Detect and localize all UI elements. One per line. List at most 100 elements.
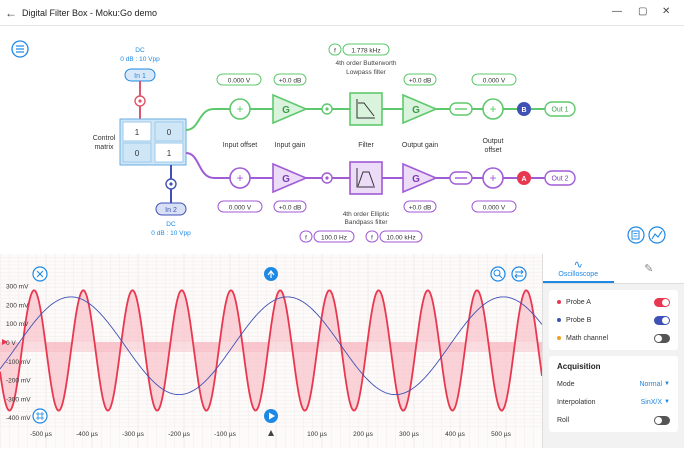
bottom-filter-block[interactable] <box>349 161 383 195</box>
matrix-cell[interactable]: 0 <box>135 149 140 158</box>
top-output-offset-adder[interactable] <box>482 98 504 120</box>
x-tick-label: 300 µs <box>399 431 419 438</box>
svg-text:G: G <box>282 105 290 116</box>
x-tick-label: 100 µs <box>307 431 327 438</box>
y-tick-label: -300 mV <box>6 396 31 403</box>
probe-label: Probe A <box>566 298 591 306</box>
top-input-gain-block[interactable]: G <box>272 93 309 125</box>
bottom-output-gain-value[interactable]: +0.0 dB <box>409 205 432 212</box>
probe-toggle[interactable] <box>654 297 670 307</box>
svg-text:G: G <box>282 174 290 185</box>
interpolation-row[interactable]: Interpolation SinX/X ▼ <box>557 398 670 406</box>
top-input-offset-value[interactable]: 0.000 V <box>228 78 251 85</box>
bottom-filter-high-freq[interactable]: 10.00 kHz <box>386 235 415 242</box>
top-filter-frequency[interactable]: 1.778 kHz <box>351 48 380 55</box>
zero-marker-icon[interactable] <box>2 339 8 345</box>
x-tick-label: -300 µs <box>122 431 145 438</box>
bottom-input-gain-value[interactable]: +0.0 dB <box>279 205 302 212</box>
x-tick-label: 400 µs <box>445 431 465 438</box>
close-scope-icon[interactable] <box>32 266 48 282</box>
bottom-input-offset-adder[interactable] <box>229 167 251 189</box>
in2-dc: DC <box>166 221 176 228</box>
maximize-icon[interactable]: ▢ <box>638 6 648 17</box>
out1-label: Out 1 <box>551 107 568 114</box>
probe-row[interactable]: Math channel <box>549 329 678 347</box>
title-bar: ← Digital Filter Box - Moku:Go demo — ▢ … <box>0 0 684 26</box>
x-tick-label: -500 µs <box>30 431 53 438</box>
notes-icon[interactable] <box>627 226 645 244</box>
in2-button[interactable] <box>155 202 187 216</box>
bottom-output-offset-adder[interactable] <box>482 167 504 189</box>
probe-color-dot <box>557 336 561 340</box>
zoom-icon[interactable] <box>490 266 506 282</box>
y-tick-label: 100 mV <box>6 321 29 328</box>
crosshair-icon[interactable] <box>32 408 48 424</box>
bottom-output-gain-block[interactable]: G <box>402 162 439 194</box>
x-tick-label: -200 µs <box>168 431 191 438</box>
svg-text:+: + <box>236 102 243 116</box>
svg-text:B: B <box>521 107 526 114</box>
probe-a-marker[interactable] <box>517 171 531 185</box>
probe-row[interactable]: Probe B <box>549 311 678 329</box>
top-output-offset-value[interactable]: 0.000 V <box>483 78 506 85</box>
bottom-output-offset-value[interactable]: 0.000 V <box>483 205 506 212</box>
bottom-input-gain-block[interactable]: G <box>272 162 309 194</box>
top-output-gain-value[interactable]: +0.0 dB <box>409 78 432 85</box>
bottom-filter-desc2: Bandpass filter <box>345 219 389 226</box>
x-tick-label: 500 µs <box>491 431 511 438</box>
label-output-offset-1: Output <box>482 138 503 145</box>
svg-text:G: G <box>412 174 420 185</box>
minimize-icon[interactable]: — <box>612 6 622 17</box>
top-filter-block[interactable] <box>349 92 383 126</box>
roll-row[interactable]: Roll <box>549 411 678 429</box>
top-output-gain-block[interactable]: G <box>402 93 439 125</box>
in2-range: 0 dB : 10 Vpp <box>151 230 191 237</box>
out1-button[interactable] <box>544 101 576 117</box>
bottom-filter-desc1: 4th order Elliptic <box>343 211 390 218</box>
probe-toggle[interactable] <box>654 333 670 343</box>
svg-text:G: G <box>412 105 420 116</box>
label-input-offset: Input offset <box>223 142 258 149</box>
svg-text:f: f <box>371 236 373 242</box>
trigger-marker-icon[interactable] <box>268 430 274 436</box>
tab-oscilloscope[interactable]: ∿ Oscilloscope <box>543 254 614 283</box>
pencil-icon: ✎ <box>644 263 654 275</box>
mode-row[interactable]: Mode Normal ▼ <box>557 380 670 388</box>
probe-row[interactable]: Probe A <box>549 293 678 311</box>
back-arrow-icon[interactable]: ← <box>5 5 17 20</box>
in1-range: 0 dB : 10 Vpp <box>120 56 160 63</box>
probe-toggle[interactable] <box>654 315 670 325</box>
probe-color-dot <box>557 300 561 304</box>
oscilloscope-icon: ∿ <box>573 258 583 271</box>
menu-icon[interactable] <box>11 40 29 58</box>
y-tick-label: 200 mV <box>6 302 29 309</box>
control-matrix[interactable]: 1 0 0 1 <box>119 118 187 166</box>
in2-label: In 2 <box>165 207 177 214</box>
y-tick-label: 0 V <box>6 340 16 347</box>
bottom-filter-low-freq[interactable]: 100.0 Hz <box>321 235 347 242</box>
mode-select[interactable]: Normal <box>639 380 663 388</box>
matrix-cell[interactable]: 1 <box>135 128 140 137</box>
roll-toggle[interactable] <box>654 415 670 425</box>
autoscale-icon[interactable] <box>511 266 527 282</box>
chevron-down-icon: ▼ <box>664 381 670 387</box>
chart-icon[interactable] <box>648 226 666 244</box>
bottom-input-offset-value[interactable]: 0.000 V <box>229 205 252 212</box>
matrix-label-1: Control <box>93 135 116 142</box>
y-tick-label: -200 mV <box>6 378 31 385</box>
top-input-offset-adder[interactable] <box>229 98 251 120</box>
matrix-cell[interactable]: 1 <box>167 149 172 158</box>
cloud-upload-icon[interactable] <box>264 267 278 281</box>
matrix-label-2: matrix <box>94 144 114 151</box>
probe-b-marker[interactable] <box>517 102 531 116</box>
out2-button[interactable] <box>544 170 576 186</box>
svg-text:f: f <box>334 49 336 55</box>
close-icon[interactable]: ✕ <box>662 6 671 17</box>
top-input-gain-value[interactable]: +0.0 dB <box>279 78 302 85</box>
interpolation-select[interactable]: SinX/X <box>640 398 663 406</box>
matrix-cell[interactable]: 0 <box>167 128 172 137</box>
run-icon[interactable] <box>264 409 278 423</box>
tab-edit[interactable]: ✎ <box>614 254 684 283</box>
